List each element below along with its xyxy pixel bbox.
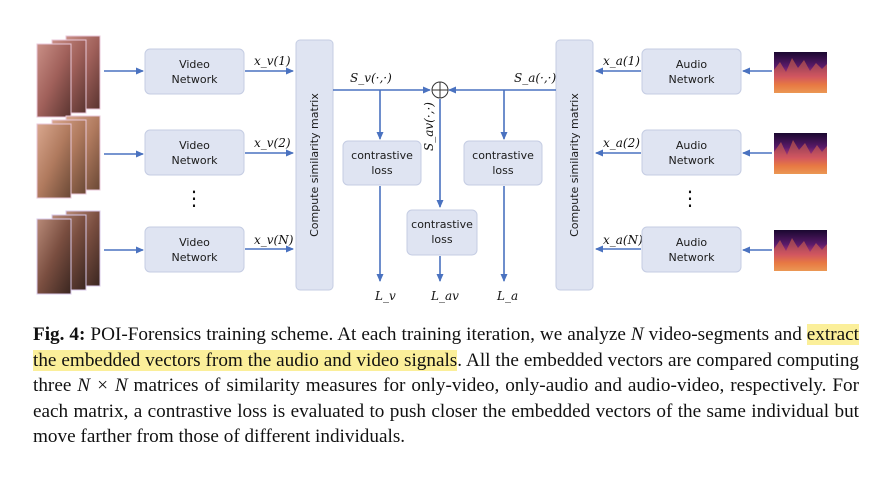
audio-ellipsis: ⋮ xyxy=(680,186,700,210)
contrastive-loss-label: loss xyxy=(492,164,514,177)
audio-network-label: Audio xyxy=(676,236,708,249)
video-similarity-matrix-box: Compute similarity matrix xyxy=(295,39,334,291)
video-embedding-label: x_v(N) xyxy=(254,233,294,247)
video-similarity-label: S_v(·,·) xyxy=(350,71,392,85)
contrastive-loss-label: contrastive xyxy=(351,149,413,162)
video-network-box: Video Network xyxy=(144,48,245,95)
caption-text: . All the embedded vectors are compared … xyxy=(33,349,860,397)
figure-label: Fig. 4: xyxy=(33,324,86,345)
contrastive-loss-label: loss xyxy=(371,164,393,177)
video-embedding-label: x_v(2) xyxy=(254,136,291,150)
video-network-box: Video Network xyxy=(144,129,245,176)
audio-similarity-matrix-box: Compute similarity matrix xyxy=(555,39,594,291)
video-loss-label: L_v xyxy=(374,289,396,303)
audio-network-box: Audio Network xyxy=(641,48,742,95)
audio-loss-label: L_a xyxy=(496,289,518,303)
spectrogram-icon xyxy=(774,133,827,174)
spectrogram-icon xyxy=(774,52,827,93)
training-scheme-diagram: Video Network Video Network ⋮ Video Netw… xyxy=(36,35,827,303)
compute-similarity-label: Compute similarity matrix xyxy=(568,93,581,237)
audio-network-label: Network xyxy=(669,73,716,86)
contrastive-loss-label: contrastive xyxy=(411,218,473,231)
caption-variable: N xyxy=(630,324,644,345)
caption-text: video-segments and xyxy=(643,324,807,345)
video-network-label: Video xyxy=(179,236,210,249)
sum-node-icon xyxy=(431,81,449,99)
video-contrastive-loss-box: contrastive loss xyxy=(342,140,422,186)
video-network-label: Network xyxy=(172,154,219,167)
video-network-label: Video xyxy=(179,139,210,152)
audio-network-label: Network xyxy=(669,154,716,167)
audio-network-label: Audio xyxy=(676,58,708,71)
video-ellipsis: ⋮ xyxy=(184,186,204,210)
audio-contrastive-loss-box: contrastive loss xyxy=(463,140,543,186)
video-network-label: Network xyxy=(172,73,219,86)
audio-similarity-label: S_a(·,·) xyxy=(514,71,557,85)
contrastive-loss-label: loss xyxy=(431,233,453,246)
caption-text: POI-Forensics training scheme. At each t… xyxy=(85,324,631,345)
face-frames-icon xyxy=(36,115,101,199)
face-frames-icon xyxy=(36,35,101,118)
spectrogram-icon xyxy=(774,230,827,271)
audio-video-similarity-label: S_av(·,·) xyxy=(422,102,436,151)
audio-network-box: Audio Network xyxy=(641,226,742,273)
figure-caption: Fig. 4: POI-Forensics training scheme. A… xyxy=(33,322,859,450)
video-embedding-label: x_v(1) xyxy=(254,54,291,68)
audio-network-label: Network xyxy=(669,251,716,264)
caption-matrix-size: N × N xyxy=(77,375,128,396)
audio-video-contrastive-loss-box: contrastive loss xyxy=(406,209,478,256)
face-frames-icon xyxy=(36,210,101,295)
caption-text: matrices of similarity measures for only… xyxy=(33,375,859,447)
video-network-label: Video xyxy=(179,58,210,71)
audio-network-box: Audio Network xyxy=(641,129,742,176)
compute-similarity-label: Compute similarity matrix xyxy=(308,93,321,237)
audio-embedding-label: x_a(N) xyxy=(603,233,643,247)
audio-embedding-label: x_a(2) xyxy=(603,136,640,150)
audio-network-label: Audio xyxy=(676,139,708,152)
video-network-box: Video Network xyxy=(144,226,245,273)
contrastive-loss-label: contrastive xyxy=(472,149,534,162)
audio-video-loss-label: L_av xyxy=(430,289,459,303)
video-network-label: Network xyxy=(172,251,219,264)
audio-embedding-label: x_a(1) xyxy=(603,54,640,68)
